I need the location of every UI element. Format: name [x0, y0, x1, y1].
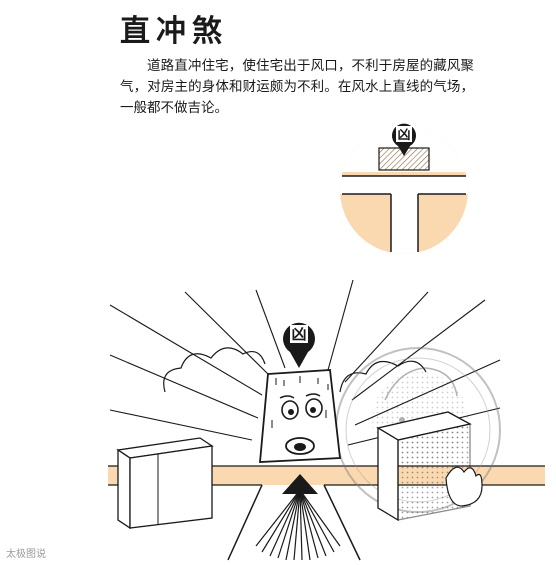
- watermark-text: 太极图说: [6, 549, 46, 560]
- ominous-marker-small: 凶: [392, 123, 417, 156]
- main-scene: 凶: [108, 279, 545, 561]
- ominous-glyph-large: 凶: [291, 325, 306, 343]
- ominous-glyph: 凶: [397, 128, 410, 143]
- speed-lines: [109, 279, 501, 446]
- rushing-arrow: [255, 474, 341, 561]
- ominous-marker-large: 凶: [282, 322, 315, 368]
- hand-wave: [445, 466, 483, 507]
- central-house-character: [259, 369, 342, 463]
- description-paragraph: 道路直冲住宅，使住宅出于风口，不利于房屋的藏风聚气，对房主的身体和财运颇为不利。…: [120, 58, 474, 116]
- left-building: [116, 437, 214, 530]
- page-title: 直冲煞: [120, 14, 228, 49]
- t-junction-diagram: 凶: [340, 123, 468, 254]
- clouds: [163, 347, 427, 393]
- right-building: [376, 411, 483, 522]
